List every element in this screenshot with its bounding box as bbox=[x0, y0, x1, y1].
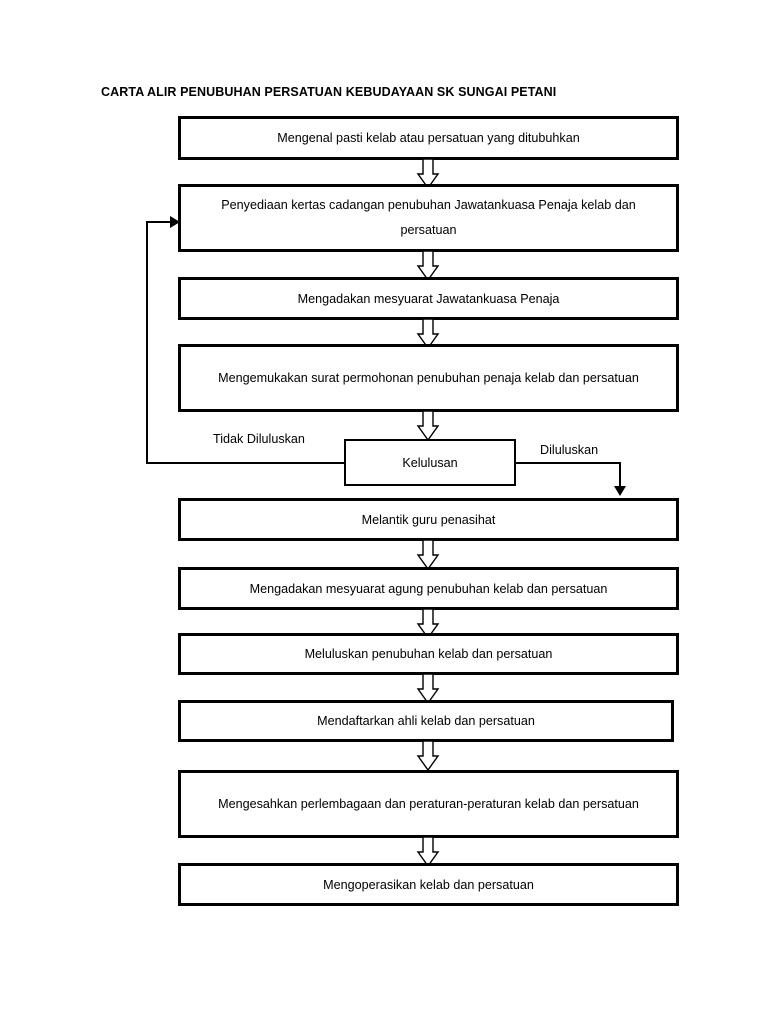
flow-node-7[interactable]: Mengadakan mesyuarat agung penubuhan kel… bbox=[178, 567, 679, 610]
edge-reject-segment-vertical bbox=[146, 221, 148, 464]
page-title: CARTA ALIR PENUBUHAN PERSATUAN KEBUDAYAA… bbox=[101, 85, 557, 99]
flow-node-5-decision[interactable]: Kelulusan bbox=[344, 439, 516, 486]
arrow-down-icon-1 bbox=[416, 159, 440, 189]
flow-node-10[interactable]: Mengesahkan perlembagaan dan peraturan-p… bbox=[178, 770, 679, 838]
arrow-down-icon-8 bbox=[416, 741, 440, 771]
flow-node-4[interactable]: Mengemukakan surat permohonan penubuhan … bbox=[178, 344, 679, 412]
edge-reject-segment-horizontal-top bbox=[146, 221, 172, 223]
flow-node-10-label: Mengesahkan perlembagaan dan peraturan-p… bbox=[218, 796, 639, 811]
flow-node-9[interactable]: Mendaftarkan ahli kelab dan persatuan bbox=[178, 700, 674, 742]
flow-node-7-label: Mengadakan mesyuarat agung penubuhan kel… bbox=[249, 581, 608, 596]
flow-node-11-label: Mengoperasikan kelab dan persatuan bbox=[323, 877, 534, 892]
flow-node-2-label: Penyediaan kertas cadangan penubuhan Jaw… bbox=[221, 198, 636, 237]
arrow-right-icon-reject bbox=[170, 216, 180, 228]
flow-node-3[interactable]: Mengadakan mesyuarat Jawatankuasa Penaja bbox=[178, 277, 679, 320]
arrow-down-icon-2 bbox=[416, 251, 440, 281]
arrow-down-icon-3 bbox=[416, 319, 440, 349]
flow-node-11[interactable]: Mengoperasikan kelab dan persatuan bbox=[178, 863, 679, 906]
flow-node-2[interactable]: Penyediaan kertas cadangan penubuhan Jaw… bbox=[178, 184, 679, 252]
edge-approve-segment-vertical bbox=[619, 462, 621, 488]
arrow-down-icon-6 bbox=[416, 609, 440, 639]
edge-label-tidak-diluluskan: Tidak Diluluskan bbox=[213, 432, 305, 446]
flow-node-9-label: Mendaftarkan ahli kelab dan persatuan bbox=[317, 714, 535, 728]
arrow-down-icon-9 bbox=[416, 837, 440, 867]
flow-node-6-label: Melantik guru penasihat bbox=[361, 512, 496, 527]
flow-node-8-label: Meluluskan penubuhan kelab dan persatuan bbox=[304, 647, 553, 661]
flow-node-8[interactable]: Meluluskan penubuhan kelab dan persatuan bbox=[178, 633, 679, 675]
arrow-down-icon-5 bbox=[416, 540, 440, 570]
edge-reject-segment-horizontal-bottom bbox=[146, 462, 345, 464]
flow-node-1-label: Mengenal pasti kelab atau persatuan yang… bbox=[277, 131, 580, 145]
arrow-down-icon-7 bbox=[416, 674, 440, 704]
arrow-down-icon-approve bbox=[614, 486, 626, 496]
flow-node-1[interactable]: Mengenal pasti kelab atau persatuan yang… bbox=[178, 116, 679, 160]
flow-node-6[interactable]: Melantik guru penasihat bbox=[178, 498, 679, 541]
flow-node-5-label: Kelulusan bbox=[402, 455, 458, 470]
edge-label-diluluskan: Diluluskan bbox=[540, 443, 599, 457]
flow-node-3-label: Mengadakan mesyuarat Jawatankuasa Penaja bbox=[297, 291, 560, 306]
arrow-down-icon-4 bbox=[416, 411, 440, 441]
edge-approve-segment-horizontal bbox=[515, 462, 621, 464]
flow-node-4-label: Mengemukakan surat permohonan penubuhan … bbox=[218, 370, 639, 385]
